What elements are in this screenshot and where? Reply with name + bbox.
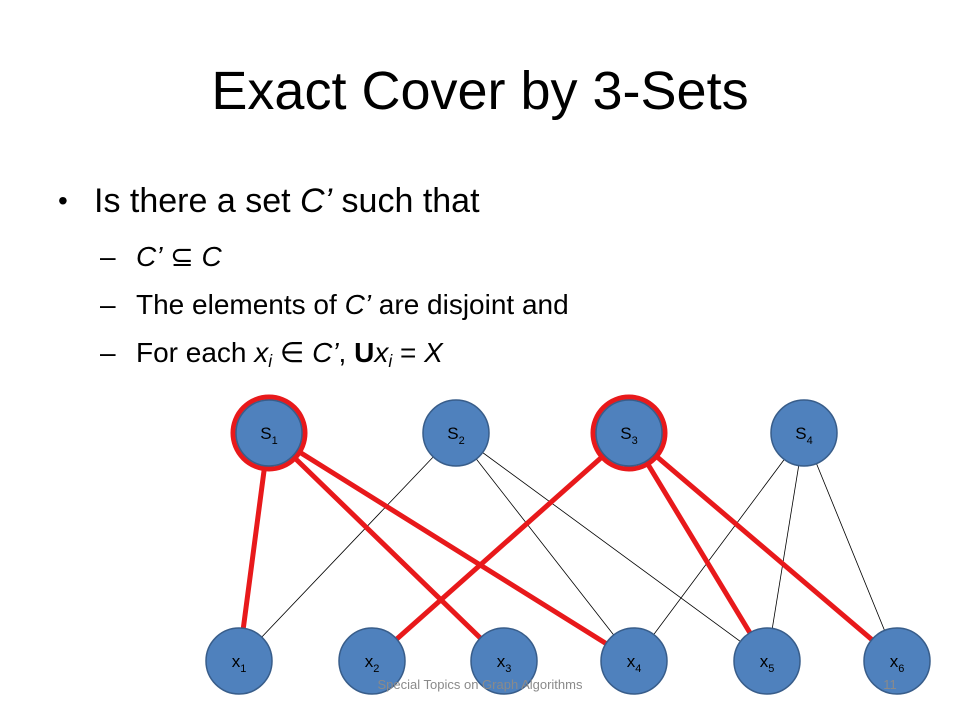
node-label-x3: x3 bbox=[497, 652, 512, 675]
node-circle-S1 bbox=[235, 399, 303, 467]
bullet-dot-icon: • bbox=[58, 185, 68, 216]
main-bullet-var: C’ bbox=[300, 182, 333, 220]
element-node-x3: x3 bbox=[470, 627, 538, 695]
cover-x2: x bbox=[374, 337, 389, 368]
edge-S2-x5 bbox=[455, 432, 768, 662]
node-label-S3: S3 bbox=[620, 424, 637, 447]
node-label-S1: S1 bbox=[260, 424, 277, 447]
edge-S2-x4 bbox=[455, 432, 635, 662]
node-label-S4: S4 bbox=[795, 424, 812, 447]
node-label-x1: x1 bbox=[232, 652, 247, 675]
sub-bullet-cover: – For each xi ∈ C’, Uxi = X bbox=[58, 336, 918, 370]
node-label-S2: S2 bbox=[447, 424, 464, 447]
slide-title: Exact Cover by 3-Sets bbox=[211, 61, 749, 121]
subset-lhs: C’ bbox=[136, 241, 163, 272]
cover-i: i bbox=[268, 350, 273, 371]
set-node-S2: S2 bbox=[422, 399, 490, 467]
element-node-x4: x4 bbox=[600, 627, 668, 695]
set-node-S1: S1 bbox=[230, 394, 308, 472]
sub-bullet-disjoint: – The elements of C’ are disjoint and bbox=[58, 288, 918, 322]
sub-bullet-subset: – C’ ⊆ C bbox=[58, 240, 918, 274]
cover-i2: i bbox=[388, 350, 393, 371]
selection-ring-S1 bbox=[230, 394, 308, 472]
disjoint-var: C’ bbox=[344, 289, 372, 320]
main-bullet: • Is there a set C’ such that bbox=[58, 176, 918, 226]
node-label-x6: x6 bbox=[890, 652, 905, 675]
main-bullet-prefix: Is there a set bbox=[94, 182, 300, 220]
node-circle-S2 bbox=[422, 399, 490, 467]
dash-icon: – bbox=[100, 241, 116, 272]
cover-X: X bbox=[424, 337, 443, 368]
element-node-x2: x2 bbox=[338, 627, 406, 695]
set-node-S3: S3 bbox=[590, 394, 668, 472]
node-circle-x5 bbox=[733, 627, 801, 695]
node-circle-x2 bbox=[338, 627, 406, 695]
subset-symbol: ⊆ bbox=[170, 240, 194, 273]
node-circle-S4 bbox=[770, 399, 838, 467]
element-node-x6: x6 bbox=[863, 627, 931, 695]
union-symbol: U bbox=[354, 337, 375, 368]
main-bullet-suffix: such that bbox=[332, 182, 480, 220]
edge-S4-x5 bbox=[766, 432, 805, 662]
node-label-x4: x4 bbox=[627, 652, 642, 675]
cover-var: C’ bbox=[312, 337, 339, 368]
bullet-list: • Is there a set C’ such that – C’ ⊆ C –… bbox=[58, 176, 918, 370]
edge-S4-x4 bbox=[633, 432, 805, 662]
edge-S2-x1 bbox=[238, 432, 457, 662]
edge-S1-x3 bbox=[266, 430, 507, 664]
selection-ring-S3 bbox=[590, 394, 668, 472]
node-label-x5: x5 bbox=[760, 652, 775, 675]
element-of-symbol: ∈ bbox=[279, 336, 305, 369]
cover-eq: = bbox=[392, 337, 425, 368]
footer-text: Special Topics on Graph Algorithms bbox=[377, 677, 583, 692]
node-circle-x6 bbox=[863, 627, 931, 695]
edge-S4-x6 bbox=[803, 432, 898, 662]
edge-S3-x5 bbox=[626, 430, 770, 664]
edge-S3-x6 bbox=[626, 430, 900, 664]
element-node-x1: x1 bbox=[205, 627, 273, 695]
element-node-x5: x5 bbox=[733, 627, 801, 695]
edge-S1-x4 bbox=[266, 430, 637, 664]
cover-x: x bbox=[254, 337, 269, 368]
set-node-S4: S4 bbox=[770, 399, 838, 467]
page-number: 11 bbox=[883, 677, 897, 692]
cover-prefix: For each bbox=[136, 337, 255, 368]
node-circle-S3 bbox=[595, 399, 663, 467]
node-circle-x4 bbox=[600, 627, 668, 695]
node-circle-x1 bbox=[205, 627, 273, 695]
dash-icon: – bbox=[100, 289, 116, 320]
node-label-x2: x2 bbox=[365, 652, 380, 675]
subset-rhs: C bbox=[201, 241, 222, 272]
node-circle-x3 bbox=[470, 627, 538, 695]
disjoint-suffix: are disjoint and bbox=[371, 289, 569, 320]
disjoint-prefix: The elements of bbox=[136, 289, 345, 320]
dash-icon: – bbox=[100, 337, 116, 368]
edge-S3-x2 bbox=[369, 430, 632, 664]
cover-comma: , bbox=[338, 337, 355, 368]
